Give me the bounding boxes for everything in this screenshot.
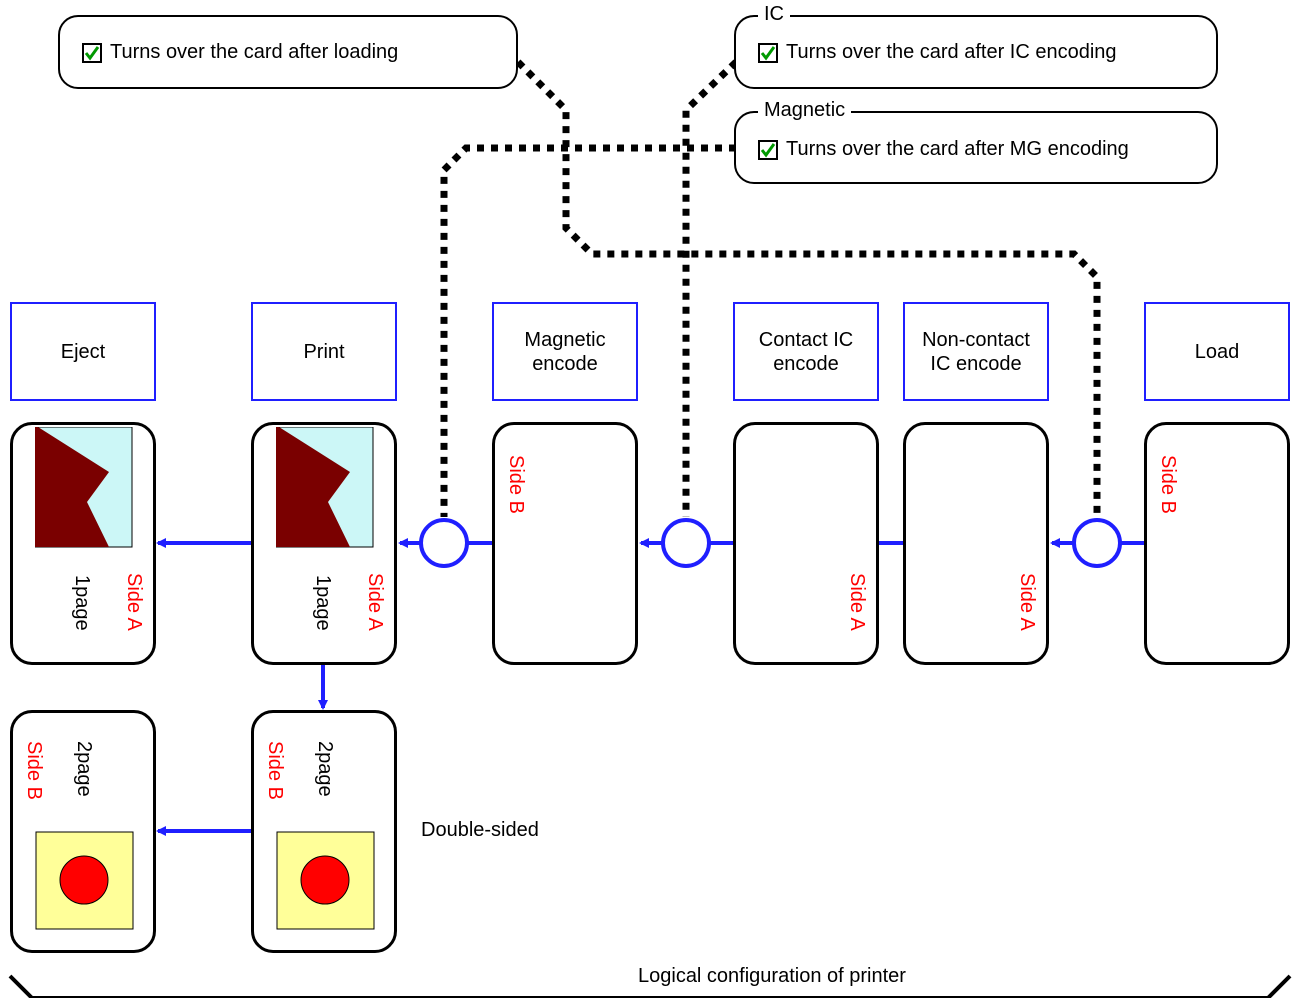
card-side-label: Side B bbox=[264, 741, 286, 800]
check-icon[interactable] bbox=[758, 139, 778, 160]
option-load-turnover-row: Turns over the card after loading bbox=[82, 41, 398, 64]
double-sided-label: Double-sided bbox=[421, 819, 539, 841]
card-eject-side-b: Side B 2page bbox=[10, 710, 156, 953]
card-side-label: Side B bbox=[1157, 455, 1179, 514]
turnover-node-icon bbox=[419, 518, 469, 568]
card-printed-image bbox=[35, 427, 133, 548]
option-ic-row: Turns over the card after IC encoding bbox=[758, 41, 1117, 64]
turnover-node-icon bbox=[1072, 518, 1122, 568]
card-print-side-b: Side B 2page bbox=[251, 710, 397, 953]
step-eject: Eject bbox=[10, 302, 156, 401]
turnover-node-icon bbox=[661, 518, 711, 568]
card-side-label: Side A bbox=[123, 573, 145, 631]
card-printed-image bbox=[276, 831, 375, 930]
step-noncontact-label-line2: IC encode bbox=[930, 352, 1022, 375]
step-magnetic-label-line2: encode bbox=[532, 352, 598, 375]
card-printed-image bbox=[35, 831, 134, 930]
step-magnetic-label-line1: Magnetic bbox=[524, 328, 606, 351]
card-side-label: Side B bbox=[23, 741, 45, 800]
card-page-label: 1page bbox=[312, 575, 334, 631]
card-print-side-a: 1page Side A bbox=[251, 422, 397, 665]
step-contact-label-line2: encode bbox=[773, 352, 839, 375]
card-magnetic-side-b: Side B bbox=[492, 422, 638, 665]
card-side-label: Side B bbox=[505, 455, 527, 514]
option-load-turnover: Turns over the card after loading bbox=[58, 15, 518, 89]
check-icon[interactable] bbox=[82, 42, 102, 63]
option-magnetic-label: Turns over the card after MG encoding bbox=[786, 138, 1129, 160]
step-noncontact-label-line1: Non-contact bbox=[922, 328, 1030, 351]
step-noncontact-ic-encode: Non-contact IC encode bbox=[903, 302, 1049, 401]
step-contact-ic-encode: Contact IC encode bbox=[733, 302, 879, 401]
option-load-turnover-label: Turns over the card after loading bbox=[110, 41, 399, 63]
card-side-label: Side A bbox=[846, 573, 868, 631]
option-ic-title: IC bbox=[758, 3, 790, 26]
card-side-label: Side A bbox=[1016, 573, 1038, 631]
step-contact-label-line1: Contact IC bbox=[758, 328, 854, 351]
card-eject-side-a: 1page Side A bbox=[10, 422, 156, 665]
step-load-label: Load bbox=[1194, 340, 1240, 363]
card-printed-image bbox=[276, 427, 374, 548]
card-page-label: 2page bbox=[314, 741, 336, 797]
step-load: Load bbox=[1144, 302, 1290, 401]
step-eject-label: Eject bbox=[60, 340, 106, 363]
option-magnetic-group: Magnetic Turns over the card after MG en… bbox=[734, 99, 1218, 184]
option-ic-group: IC Turns over the card after IC encoding bbox=[734, 3, 1218, 89]
card-load-side-b: Side B bbox=[1144, 422, 1290, 665]
option-magnetic-row: Turns over the card after MG encoding bbox=[758, 138, 1129, 161]
card-page-label: 2page bbox=[73, 741, 95, 797]
step-print-label: Print bbox=[303, 340, 345, 363]
check-icon[interactable] bbox=[758, 42, 778, 63]
step-magnetic-encode: Magnetic encode bbox=[492, 302, 638, 401]
logical-config-label: Logical configuration of printer bbox=[638, 965, 906, 987]
option-ic-label: Turns over the card after IC encoding bbox=[786, 41, 1117, 63]
card-page-label: 1page bbox=[71, 575, 93, 631]
card-noncontact-side-a: Side A bbox=[903, 422, 1049, 665]
bottom-bracket bbox=[8, 974, 1292, 998]
card-side-label: Side A bbox=[364, 573, 386, 631]
dotted-line-ic-option bbox=[682, 59, 739, 517]
card-contact-side-a: Side A bbox=[733, 422, 879, 665]
dotted-line-magnetic-option bbox=[440, 144, 736, 517]
step-print: Print bbox=[251, 302, 397, 401]
option-magnetic-title: Magnetic bbox=[758, 99, 852, 122]
